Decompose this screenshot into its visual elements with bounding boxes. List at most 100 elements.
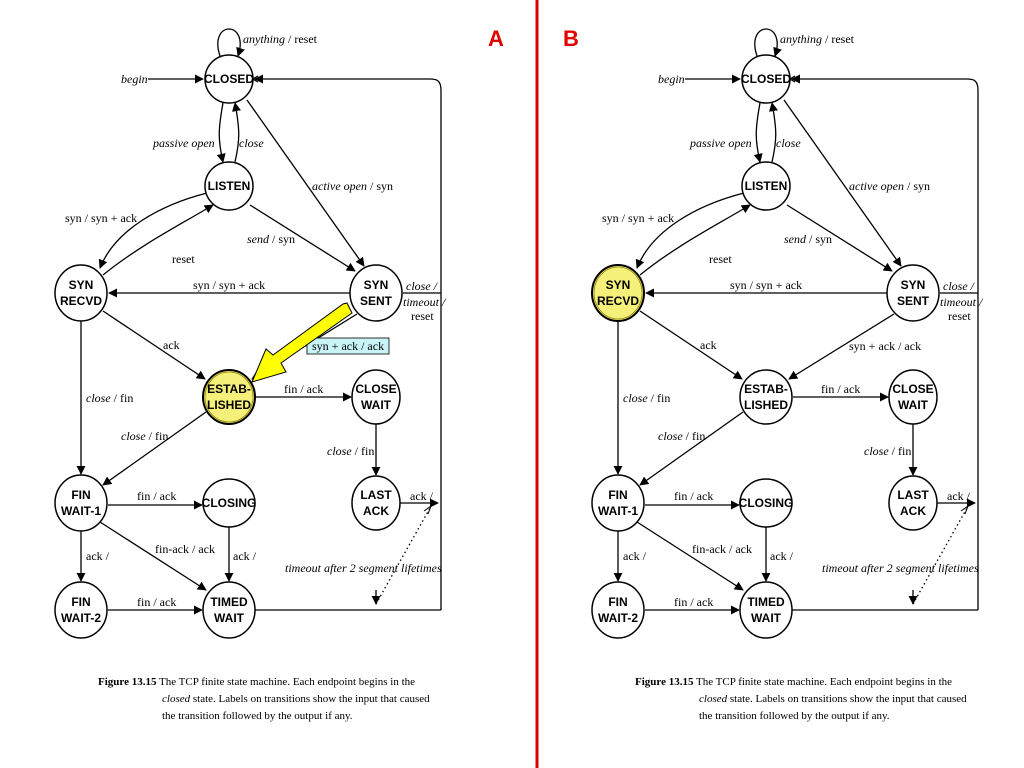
- state-listen: LISTEN: [204, 161, 254, 211]
- label-ack-slash2: ack /: [233, 549, 257, 563]
- label-timeout: timeout after 2 segment lifetimes: [822, 561, 979, 575]
- state-listen: LISTEN: [741, 161, 791, 211]
- edge-close-fin-estab: [639, 411, 744, 486]
- state-close-wait: CLOSE WAIT: [351, 369, 401, 425]
- label-reset: reset: [709, 252, 732, 266]
- label-close-fin: close / fin: [623, 391, 670, 405]
- state-label: FIN: [71, 595, 90, 609]
- state-label: WAIT: [361, 398, 392, 412]
- edge-finack-ack: [636, 521, 744, 591]
- state-label: LAST: [897, 488, 929, 502]
- panel-letter-a: A: [488, 26, 504, 51]
- label-active-open: active open / syn: [849, 179, 930, 193]
- state-label: SYN: [606, 278, 631, 292]
- label-syn-synack2: syn / syn + ack: [730, 278, 802, 292]
- edge-syn-synack: [635, 192, 745, 269]
- label-finack-ack: fin-ack / ack: [155, 542, 215, 556]
- state-label: TIMED: [747, 595, 785, 609]
- edge-anything-reset: [754, 28, 782, 57]
- state-timed-wait: TIMED WAIT: [202, 581, 256, 639]
- edge-reset: [639, 204, 751, 276]
- edge-close-fin-estab: [102, 411, 207, 486]
- label-ack-slash2: ack /: [770, 549, 794, 563]
- state-label: SYN: [69, 278, 94, 292]
- svg-text:Figure 13.15 The TCP finite st: Figure 13.15 The TCP finite state machin…: [635, 676, 952, 688]
- label-fin-ack3: fin / ack: [137, 595, 176, 609]
- state-label: SYN: [901, 278, 926, 292]
- label-reset: reset: [172, 252, 195, 266]
- state-label: SYN: [364, 278, 389, 292]
- state-label: ESTAB-: [207, 382, 251, 396]
- edge-close-timeout: [792, 79, 979, 610]
- label-close-timeout-1: close /: [943, 279, 976, 293]
- figure-caption: Figure 13.15 The TCP finite state machin…: [635, 676, 967, 722]
- edge-anything-reset: [217, 28, 245, 57]
- label-ack-slash: ack /: [623, 549, 647, 563]
- state-established: ESTAB-LISHED: [202, 369, 256, 425]
- pointer-arrow: [251, 302, 353, 383]
- label-syn-synack2: syn / syn + ack: [193, 278, 265, 292]
- edge-passive-open: [216, 102, 226, 163]
- state-label: TIMED: [210, 595, 248, 609]
- label-send-syn: send / syn: [247, 232, 295, 246]
- label-close-timeout-2: timeout /: [940, 295, 984, 309]
- label-ack: ack: [163, 338, 180, 352]
- edge-close-timeout: [255, 79, 442, 610]
- state-label: ESTAB-: [744, 382, 788, 396]
- edge-timeout-dotted: [375, 507, 431, 605]
- label-active-open: active open / syn: [312, 179, 393, 193]
- state-label: LAST: [360, 488, 392, 502]
- state-label: LISHED: [744, 398, 788, 412]
- label-fin-ack: fin / ack: [284, 382, 323, 396]
- label-passive-open: passive open: [152, 136, 215, 150]
- label-close-fin3: close / fin: [864, 444, 911, 458]
- state-label: CLOSING: [202, 496, 257, 510]
- state-label: SENT: [897, 294, 930, 308]
- edge-synack-ack: [788, 313, 895, 380]
- label-anything-reset: anything / reset: [780, 32, 855, 46]
- state-label: FIN: [71, 488, 90, 502]
- label-fin-ack: fin / ack: [821, 382, 860, 396]
- edge-finack-ack: [99, 521, 207, 591]
- state-label: WAIT-1: [598, 504, 638, 518]
- state-label: FIN: [608, 488, 627, 502]
- state-label: CLOSED: [741, 72, 791, 86]
- label-close-fin3: close / fin: [327, 444, 374, 458]
- edge-timeout-dotted: [912, 507, 968, 605]
- state-label: CLOSE: [355, 382, 396, 396]
- label-send-syn: send / syn: [784, 232, 832, 246]
- state-label: ACK: [900, 504, 926, 518]
- label-close-timeout-3: reset: [948, 309, 971, 323]
- state-closed: CLOSED: [204, 54, 254, 104]
- state-label: WAIT-2: [598, 611, 638, 625]
- svg-text:Figure 13.15 The TCP finite st: Figure 13.15 The TCP finite state machin…: [98, 676, 415, 688]
- label-syn-synack: syn / syn + ack: [602, 211, 674, 225]
- label-begin: begin: [121, 72, 148, 86]
- label-anything-reset: anything / reset: [243, 32, 318, 46]
- state-label: WAIT: [214, 611, 245, 625]
- state-established: ESTAB- LISHED: [739, 369, 793, 425]
- edge-send-syn: [249, 204, 356, 272]
- label-close-fin: close / fin: [86, 391, 133, 405]
- label-synack-ack-boxed: syn + ack / ack: [312, 339, 384, 353]
- label-ack-slash: ack /: [86, 549, 110, 563]
- edge-close: [232, 102, 241, 163]
- label-fin-ack2: fin / ack: [674, 489, 713, 503]
- edge-syn-synack: [98, 192, 208, 269]
- label-fin-ack2: fin / ack: [137, 489, 176, 503]
- state-label: LISTEN: [745, 179, 788, 193]
- state-label: LISTEN: [208, 179, 251, 193]
- label-finack-ack: fin-ack / ack: [692, 542, 752, 556]
- state-closing: CLOSING: [202, 478, 257, 528]
- label-passive-open: passive open: [689, 136, 752, 150]
